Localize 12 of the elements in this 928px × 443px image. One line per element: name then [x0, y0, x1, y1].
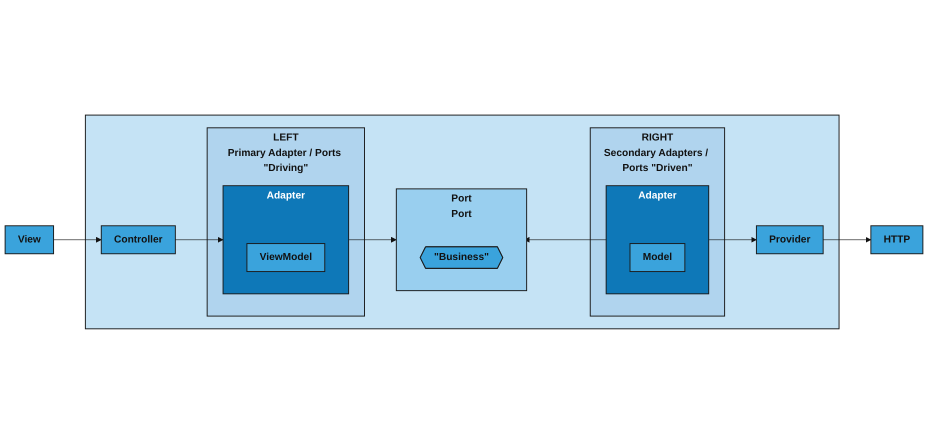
- arrow: [175, 236, 224, 242]
- arrow: [53, 236, 102, 242]
- arrow: [708, 236, 757, 242]
- node-box: HTTP: [870, 224, 924, 254]
- node-box: Model: [630, 242, 686, 272]
- node-box: ViewModel: [246, 242, 326, 272]
- node-box: Controller: [100, 224, 176, 254]
- cluster: [84, 114, 840, 329]
- node-box: Provider: [756, 224, 824, 254]
- arrow: [348, 236, 397, 242]
- node-box: View: [4, 224, 54, 254]
- arrow: [822, 236, 872, 242]
